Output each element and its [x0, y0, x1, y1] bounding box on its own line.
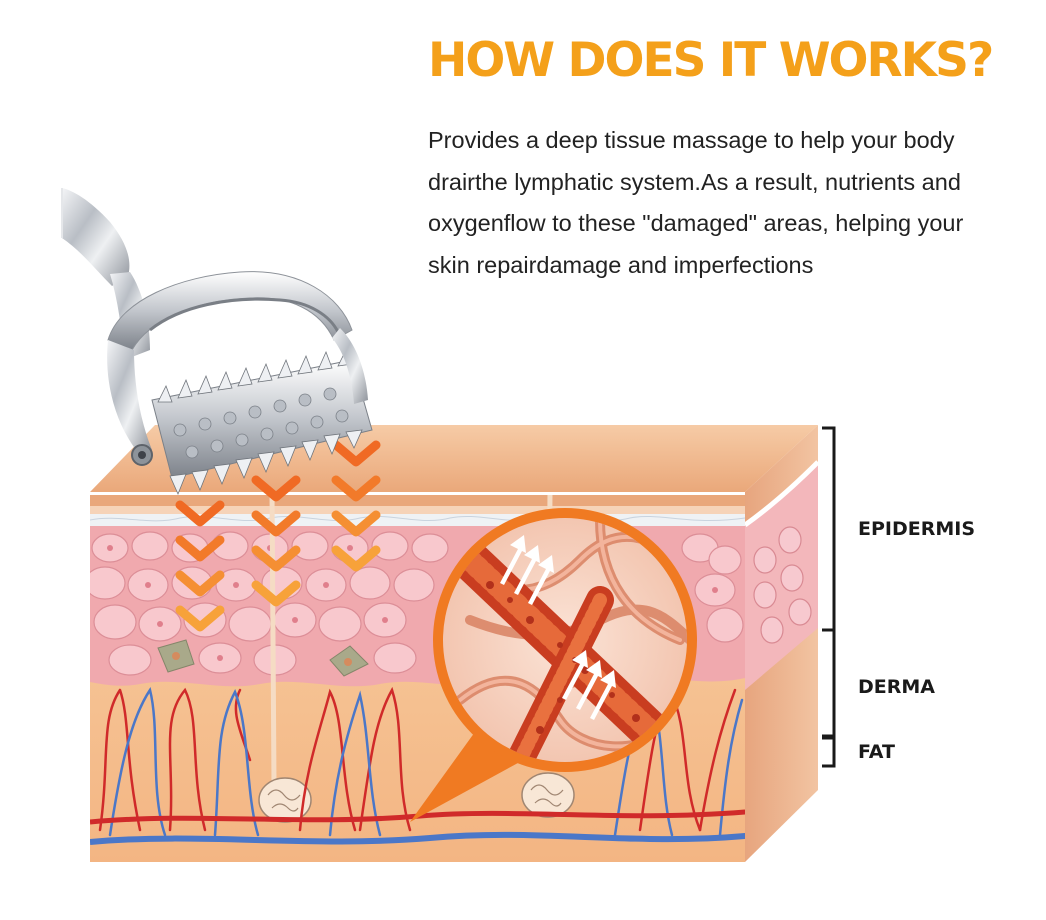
derma-roller-icon [61, 188, 373, 496]
label-epidermis: EPIDERMIS [858, 518, 976, 540]
page-title: HOW DOES IT WORKS? [428, 33, 994, 88]
magnifier-group [410, 508, 697, 822]
chevron-down-icon [175, 440, 381, 632]
label-fat: FAT [858, 741, 895, 763]
layer-brackets [822, 426, 836, 768]
up-arrow-icon [500, 535, 616, 720]
description-text: Provides a deep tissue massage to help y… [428, 127, 964, 278]
label-derma: DERMA [858, 676, 935, 698]
